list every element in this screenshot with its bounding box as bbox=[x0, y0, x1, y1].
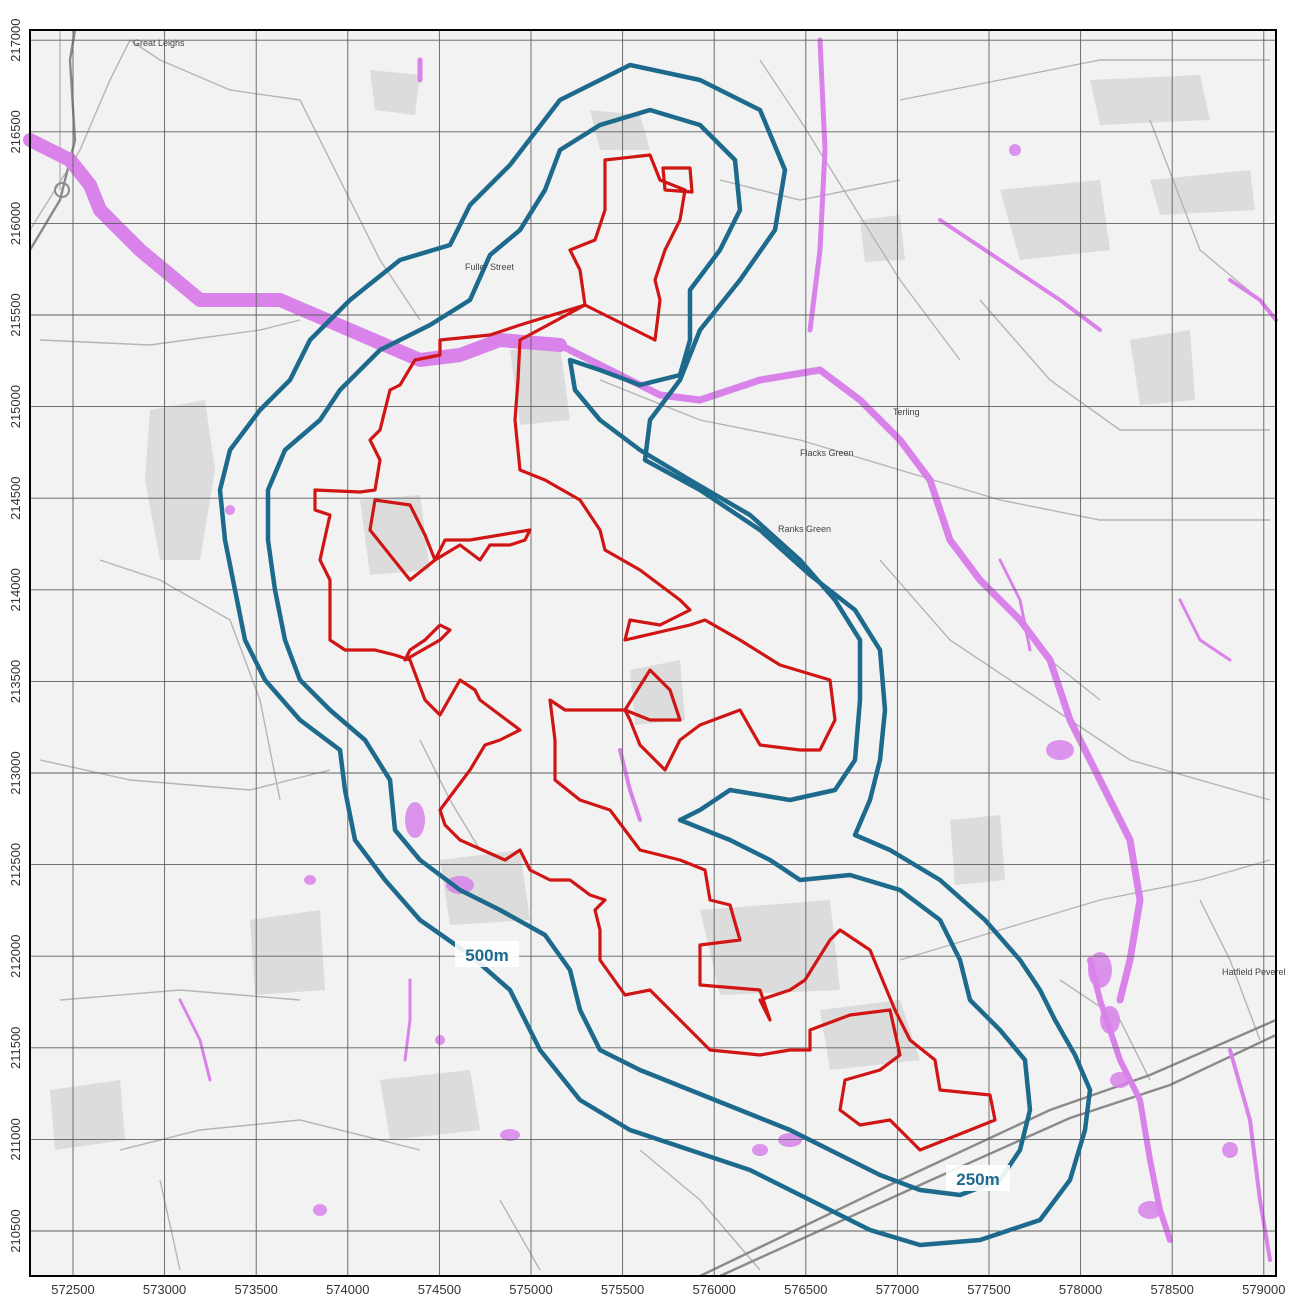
buffer-label-250m-text: 250m bbox=[956, 1170, 999, 1189]
x-tick-label: 577000 bbox=[876, 1282, 919, 1297]
place-label-terling: Terling bbox=[893, 407, 920, 417]
place-label-flacks-green: Flacks Green bbox=[800, 448, 854, 458]
water-patches bbox=[225, 144, 1238, 1219]
y-tick-label: 213500 bbox=[8, 660, 23, 703]
x-tick-label: 573500 bbox=[235, 1282, 278, 1297]
y-tick-label: 212500 bbox=[8, 843, 23, 886]
x-tick-label: 577500 bbox=[967, 1282, 1010, 1297]
x-tick-label: 575500 bbox=[601, 1282, 644, 1297]
y-axis-ticks: 210500 211000 211500 212000 212500 213000 2135… bbox=[8, 19, 23, 1253]
x-tick-label: 579000 bbox=[1242, 1282, 1285, 1297]
roundabout-marker bbox=[54, 182, 70, 198]
buffer-500m-outline bbox=[217, 62, 1093, 1248]
x-tick-label: 572500 bbox=[51, 1282, 94, 1297]
y-tick-label: 211500 bbox=[8, 1027, 23, 1069]
buffer-label-500m-text: 500m bbox=[465, 946, 508, 965]
y-tick-label: 214500 bbox=[8, 477, 23, 520]
buffer-250m-outline bbox=[265, 107, 1033, 1198]
place-label-great-leighs: Great Leighs bbox=[133, 38, 185, 48]
site-boundary bbox=[313, 153, 997, 1152]
y-tick-label: 215500 bbox=[8, 293, 23, 336]
buffer-label-500m: 500m bbox=[455, 941, 519, 967]
x-tick-label: 575000 bbox=[509, 1282, 552, 1297]
y-tick-label: 217000 bbox=[8, 19, 23, 62]
y-tick-label: 210500 bbox=[8, 1209, 23, 1252]
y-tick-label: 214000 bbox=[8, 568, 23, 611]
x-axis-ticks: 572500 573000 573500 574000 574500 575000 5755… bbox=[51, 1282, 1285, 1297]
x-tick-label: 573000 bbox=[143, 1282, 186, 1297]
y-tick-label: 215000 bbox=[8, 385, 23, 428]
buffer-label-250m: 250m bbox=[946, 1165, 1010, 1191]
place-label-hatfield-peverel: Hatfield Peverel bbox=[1222, 967, 1286, 977]
y-tick-label: 216000 bbox=[8, 202, 23, 245]
x-tick-label: 578500 bbox=[1151, 1282, 1194, 1297]
place-label-fuller-street: Fuller Street bbox=[465, 262, 515, 272]
place-label-ranks-green: Ranks Green bbox=[778, 524, 831, 534]
y-tick-label: 212000 bbox=[8, 935, 23, 978]
map-border bbox=[29, 29, 1277, 1277]
x-tick-label: 574500 bbox=[418, 1282, 461, 1297]
y-tick-label: 213000 bbox=[8, 751, 23, 794]
coordinate-grid bbox=[30, 30, 1276, 1276]
y-tick-label: 211000 bbox=[8, 1118, 23, 1160]
x-tick-label: 576500 bbox=[784, 1282, 827, 1297]
x-tick-label: 578000 bbox=[1059, 1282, 1102, 1297]
x-tick-label: 576000 bbox=[693, 1282, 736, 1297]
x-tick-label: 574000 bbox=[326, 1282, 369, 1297]
place-labels: Great Leighs Fuller Street Terling Ranks… bbox=[133, 38, 1286, 977]
y-tick-label: 216500 bbox=[8, 110, 23, 153]
